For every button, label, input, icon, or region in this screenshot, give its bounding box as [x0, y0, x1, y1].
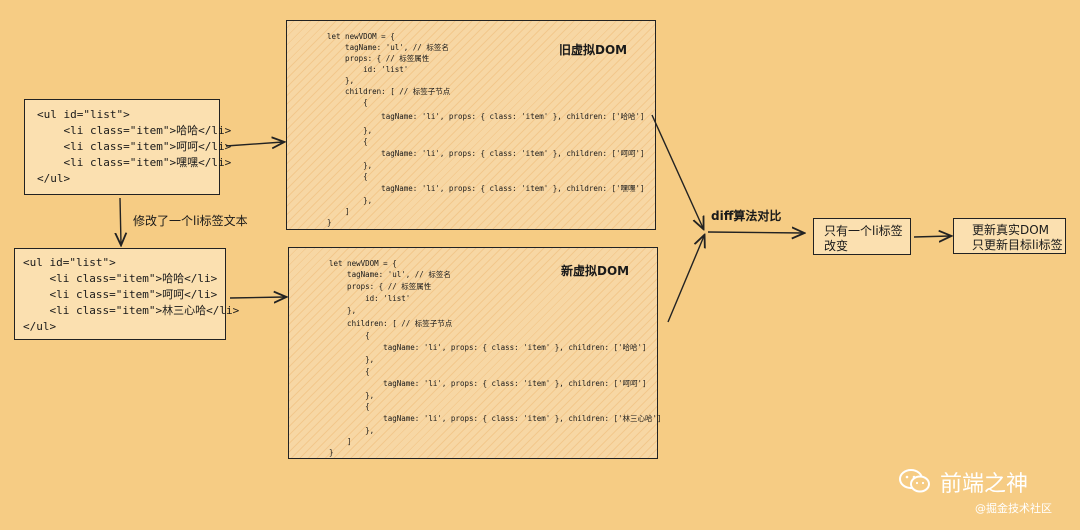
code-line: <ul id="list"> [37, 108, 130, 121]
modify-label: 修改了一个li标签文本 [133, 214, 248, 228]
code-line: { [327, 98, 368, 107]
arrow-new-vdom-to-diff [667, 236, 704, 323]
code-line: children: [ // 标签子节点 [327, 87, 451, 96]
code-line: tagName: 'li', props: { class: 'item' },… [327, 184, 645, 193]
wechat-icon [898, 468, 932, 494]
code-line: props: { // 标签属性 [329, 282, 432, 291]
code-line: tagName: 'ul', // 标签名 [329, 270, 451, 279]
code-line: { [329, 402, 370, 411]
code-line: </ul> [37, 172, 71, 185]
code-line: }, [327, 126, 373, 135]
update-line: 只更新目标li标签 [972, 238, 1063, 252]
result-line: 只有一个li标签 [824, 224, 903, 238]
code-line: <li class="item">哈哈</li> [23, 272, 218, 285]
code-line: </ul> [23, 320, 57, 333]
new-vdom-title: 新虚拟DOM [561, 264, 630, 278]
arrow-new-html-to-new-vdom [229, 297, 285, 298]
new-html-box: <ul id="list"> <li class="item">哈哈</li> … [14, 248, 239, 340]
code-line: } [327, 218, 332, 227]
code-line: ] [329, 437, 352, 446]
code-line: let newVDOM = { [327, 32, 395, 41]
code-line: }, [327, 161, 373, 170]
update-line: 更新真实DOM [972, 223, 1050, 237]
code-line: id: 'list' [329, 294, 411, 303]
code-line: }, [329, 306, 357, 315]
code-line: tagName: 'ul', // 标签名 [327, 43, 449, 52]
code-line: tagName: 'li', props: { class: 'item' },… [329, 379, 647, 388]
old-vdom-box: 旧虚拟DOM let newVDOM = { tagName: 'ul', //… [286, 20, 656, 230]
code-line: tagName: 'li', props: { class: 'item' },… [327, 149, 645, 158]
old-vdom-title: 旧虚拟DOM [559, 43, 628, 57]
diff-label: diff算法对比 [711, 209, 782, 223]
code-line: <li class="item">呵呵</li> [23, 288, 218, 301]
update-box: 更新真实DOM 只更新目标li标签 [953, 218, 1066, 254]
code-line: let newVDOM = { [329, 259, 397, 268]
code-line: }, [329, 355, 375, 364]
code-line: children: [ // 标签子节点 [329, 319, 453, 328]
result-box: 只有一个li标签 改变 [813, 218, 911, 255]
code-line: }, [327, 76, 355, 85]
code-line: } [329, 448, 334, 457]
code-line: { [329, 367, 370, 376]
arrow-modify [120, 197, 121, 244]
arrow-old-html-to-old-vdom [225, 142, 283, 146]
code-line: { [327, 137, 368, 146]
code-line: tagName: 'li', props: { class: 'item' },… [327, 112, 645, 121]
watermark-brand: 前端之神 [940, 472, 1029, 497]
code-line: }, [327, 196, 373, 205]
code-line: tagName: 'li', props: { class: 'item' },… [329, 414, 662, 423]
new-vdom-box: 新虚拟DOM let newVDOM = { tagName: 'ul', //… [288, 247, 662, 459]
arrow-diff-to-result [707, 232, 803, 233]
code-line: tagName: 'li', props: { class: 'item' },… [329, 343, 647, 352]
code-line: <li class="item">林三心哈</li> [23, 304, 240, 317]
code-line: <ul id="list"> [23, 256, 116, 269]
arrow-result-to-update [913, 236, 950, 237]
code-line: }, [329, 391, 375, 400]
code-line: }, [329, 426, 375, 435]
code-line: <li class="item">呵呵</li> [37, 140, 232, 153]
result-line: 改变 [824, 239, 849, 253]
code-line: <li class="item">嘿嘿</li> [37, 156, 232, 169]
arrow-old-vdom-to-diff [651, 114, 703, 228]
code-line: { [329, 331, 370, 340]
code-line: ] [327, 207, 350, 216]
watermark-source: @掘金技术社区 [975, 502, 1052, 515]
code-line: <li class="item">哈哈</li> [37, 124, 232, 137]
code-line: id: 'list' [327, 65, 409, 74]
code-line: { [327, 172, 368, 181]
old-html-box: <ul id="list"> <li class="item">哈哈</li> … [24, 99, 231, 195]
code-line: props: { // 标签属性 [327, 54, 430, 63]
